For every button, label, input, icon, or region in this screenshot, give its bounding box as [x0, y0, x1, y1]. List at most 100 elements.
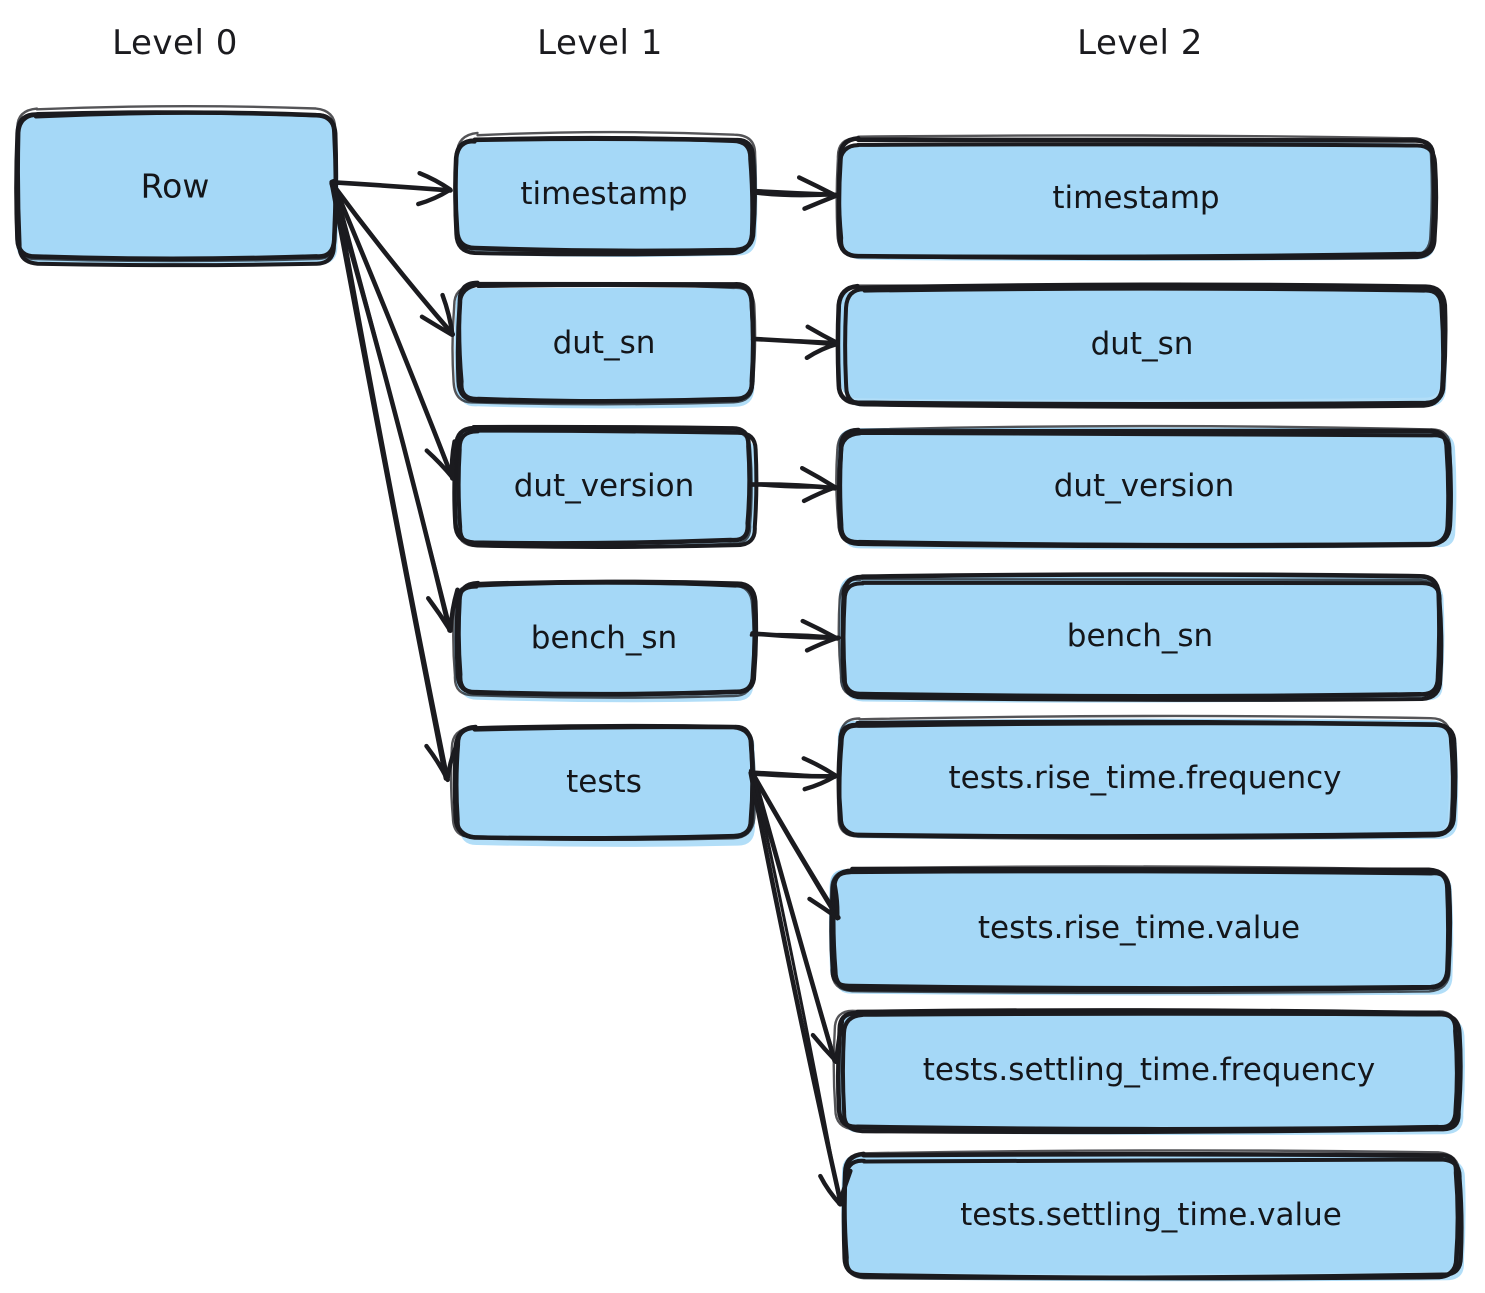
edge-bench_sn-to-l2[interactable]: [749, 618, 841, 653]
node-hit-l2-settle-value[interactable]: [844, 1156, 1458, 1274]
node-outline: [832, 1009, 1459, 1132]
node-fill: [454, 582, 754, 695]
edge-row-to-tests[interactable]: [329, 179, 460, 783]
edge-line: [331, 180, 455, 479]
node-outline: [456, 579, 759, 697]
arrowhead-stroke: [833, 1019, 845, 1064]
arrowhead-stroke: [802, 193, 838, 211]
node-hit-l2-bench_sn[interactable]: [842, 578, 1438, 694]
column-label-level-1: Level 1: [537, 23, 663, 63]
edge-line: [330, 180, 453, 192]
node-l2-dut_sn[interactable]: [835, 282, 1448, 409]
node-hit-l1-dut_sn[interactable]: [457, 286, 751, 400]
node-hit-l1-tests[interactable]: [457, 727, 751, 837]
edge-line: [749, 482, 837, 489]
arrowhead-stroke: [417, 170, 453, 192]
node-l2-rise-value[interactable]: [828, 865, 1454, 996]
edge-row-to-dut_sn[interactable]: [329, 180, 456, 338]
arrowhead-stroke: [416, 187, 452, 207]
node-l2-rise-freq[interactable]: [836, 714, 1459, 840]
node-fill: [15, 113, 335, 263]
node-l2-dut_version[interactable]: [835, 424, 1457, 550]
node-hit-l2-timestamp[interactable]: [840, 142, 1432, 254]
node-outline: [454, 130, 757, 254]
arrowhead-stroke: [801, 756, 839, 778]
node-outline: [454, 427, 753, 549]
node-outline: [843, 286, 1446, 409]
node-hit-l2-rise-value[interactable]: [832, 870, 1446, 986]
node-hit-row[interactable]: [18, 113, 332, 259]
column-label-level-2: Level 2: [1077, 23, 1203, 63]
node-outline: [836, 284, 1445, 408]
edge-tests-to-rise-freq[interactable]: [749, 756, 839, 792]
node-l1-tests[interactable]: [449, 723, 757, 847]
node-outline: [449, 725, 757, 841]
edge-row-to-bench_sn[interactable]: [329, 178, 460, 633]
node-l2-settle-value[interactable]: [841, 1149, 1466, 1282]
edge-tests-to-settle-value[interactable]: [748, 770, 853, 1207]
node-outline: [837, 577, 1442, 700]
node-l1-dut_version[interactable]: [452, 424, 759, 549]
node-outline: [452, 582, 755, 699]
node-fill: [837, 718, 1450, 835]
node-l1-dut_sn[interactable]: [451, 280, 757, 409]
arrowhead-stroke: [445, 741, 460, 782]
node-hit-l2-dut_sn[interactable]: [842, 288, 1442, 400]
node-hit-l1-bench_sn[interactable]: [457, 583, 751, 693]
edge-dut_version-to-l2[interactable]: [747, 465, 839, 504]
node-row[interactable]: [14, 105, 339, 268]
node-fill: [454, 286, 753, 404]
node-outline: [840, 1011, 1463, 1135]
arrowhead-stroke: [802, 773, 838, 792]
node-fill: [841, 1153, 1458, 1274]
node-fill: [839, 290, 1442, 400]
node-outline: [837, 721, 1458, 839]
node-outline: [835, 134, 1434, 259]
edge-tests-to-settle-freq[interactable]: [750, 768, 845, 1065]
node-hit-l2-settle-freq[interactable]: [840, 1014, 1458, 1126]
edge-row-to-timestamp[interactable]: [330, 170, 453, 207]
edge-line: [751, 771, 842, 1205]
node-outline: [457, 282, 756, 404]
arrowhead-stroke: [440, 292, 455, 338]
arrowhead-stroke: [799, 465, 839, 490]
arrowhead-stroke: [804, 341, 841, 361]
node-hit-l2-rise-freq[interactable]: [840, 722, 1450, 834]
edge-dut_sn-to-l2[interactable]: [750, 324, 841, 361]
arrowhead-stroke: [837, 1168, 853, 1206]
edge-line: [749, 771, 839, 921]
node-outline: [836, 142, 1439, 261]
node-fill: [836, 1010, 1459, 1130]
edge-row-to-dut_version[interactable]: [330, 179, 457, 481]
arrowhead-stroke: [419, 314, 454, 337]
node-l2-bench_sn[interactable]: [837, 572, 1445, 703]
node-fill: [454, 137, 754, 250]
edge-line: [329, 179, 449, 781]
edge-timestamp-to-l2[interactable]: [751, 175, 839, 211]
arrowhead-stroke: [796, 175, 838, 198]
edge-line: [750, 337, 840, 345]
edge-line: [330, 181, 454, 336]
node-hit-l1-dut_version[interactable]: [457, 430, 751, 542]
node-fill: [454, 430, 754, 543]
node-hit-l2-dut_version[interactable]: [840, 430, 1448, 542]
node-l2-timestamp[interactable]: [835, 134, 1439, 261]
arrowhead-stroke: [449, 439, 457, 481]
node-outline: [451, 282, 757, 406]
edge-line: [751, 771, 838, 1063]
node-hit-l1-timestamp[interactable]: [457, 138, 751, 250]
edge-line: [754, 191, 839, 198]
node-outline: [836, 714, 1454, 840]
node-fill: [454, 727, 751, 839]
node-l1-bench_sn[interactable]: [452, 579, 759, 703]
node-fill: [828, 868, 1447, 988]
node-outline: [14, 105, 339, 263]
edge-line: [329, 181, 452, 633]
node-fill: [838, 573, 1439, 698]
node-l1-timestamp[interactable]: [453, 130, 758, 258]
node-outline: [841, 580, 1444, 702]
node-l2-settle-freq[interactable]: [832, 1008, 1465, 1135]
edge-tests-to-rise-value[interactable]: [748, 768, 841, 921]
node-outline: [15, 110, 338, 268]
